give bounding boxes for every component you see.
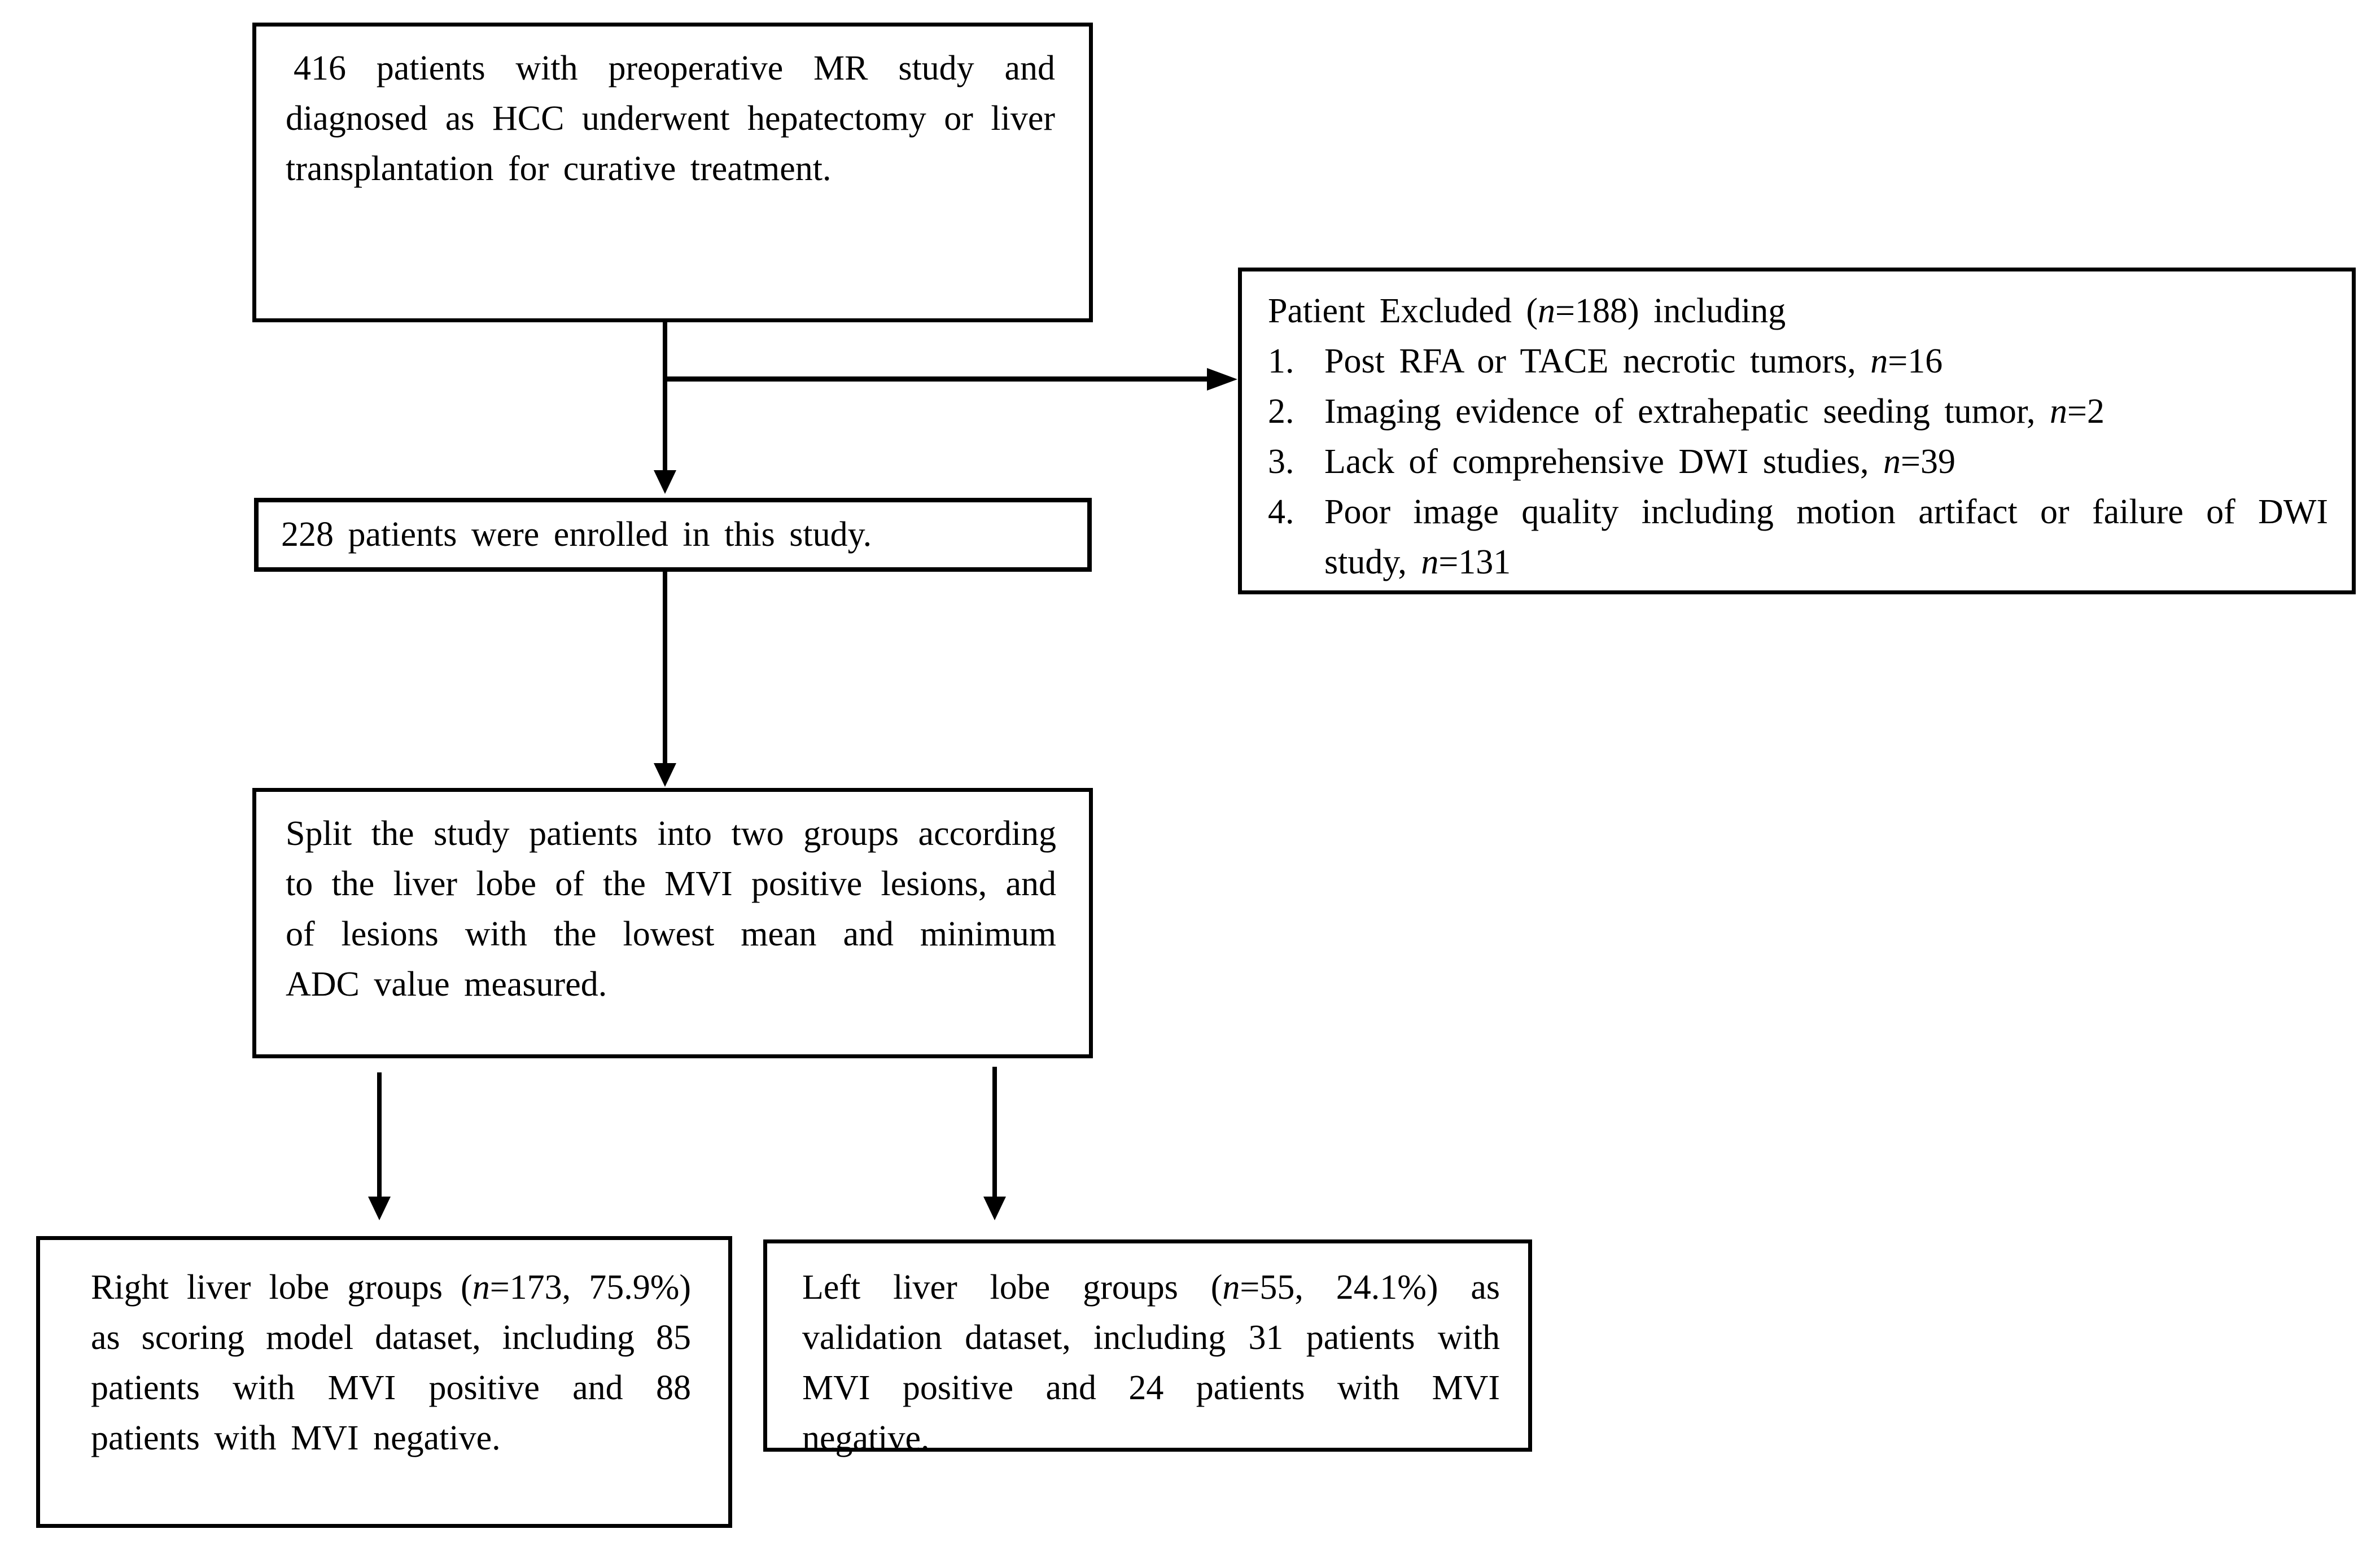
excluded-item-number: 3. [1268,443,1294,481]
excluded-item-text: Imaging evidence of extrahepatic seeding… [1324,387,2328,437]
excluded-item-text: Poor image quality including motion arti… [1324,487,2328,588]
eligible-patients-text: 416 patients with preoperative MR study … [286,43,1055,194]
italic-n-symbol: n [472,1268,490,1307]
text-run: Poor image quality including motion arti… [1324,493,2328,581]
text-run: =131 [1438,543,1511,581]
box-left-liver-lobe-group: Left liver lobe groups (n=55, 24.1%) as … [763,1239,1532,1457]
text-run: =173, 75.9%) as scoring model dataset, i… [91,1268,691,1457]
enrolled-patients-text: 228 patients were enrolled in this study… [281,510,872,560]
box-eligible-patients: 416 patients with preoperative MR study … [252,23,1093,322]
text-run: Right liver lobe groups ( [91,1268,473,1307]
arrowhead-down-icon [654,763,676,787]
text-run: =39 [1901,443,1955,481]
arrowhead-down-icon [368,1197,391,1220]
excluded-item: 2. Imaging evidence of extrahepatic seed… [1268,387,2328,437]
text-run: 228 patients were enrolled in this study… [281,515,872,554]
box-excluded-patients: Patient Excluded (n=188) including 1. Po… [1238,268,2356,594]
italic-n-symbol: n [1870,342,1888,380]
italic-n-symbol: n [1883,443,1901,481]
excluded-item-text: Lack of comprehensive DWI studies, n=39 [1324,437,2328,487]
left-liver-lobe-text: Left liver lobe groups (n=55, 24.1%) as … [802,1263,1500,1464]
text-run: 416 patients with preoperative MR study … [286,49,1055,188]
text-run: Imaging evidence of extrahepatic seeding… [1324,392,2050,431]
right-liver-lobe-text: Right liver lobe groups (n=173, 75.9%) a… [91,1263,691,1464]
text-run: Patient Excluded ( [1268,292,1538,330]
arrowhead-down-icon [654,470,676,494]
excluded-title: Patient Excluded (n=188) including [1268,286,2328,336]
arrowhead-down-icon [983,1197,1006,1220]
text-run: =188) including [1555,292,1786,330]
text-run: Left liver lobe groups ( [802,1268,1223,1307]
excluded-item-number: 4. [1268,493,1294,531]
box-right-liver-lobe-group: Right liver lobe groups (n=173, 75.9%) a… [36,1236,732,1528]
connector-enrolled-to-split [663,571,667,764]
arrowhead-right-icon [1207,368,1237,391]
connector-split-to-left-lobe [992,1067,997,1198]
italic-n-symbol: n [2049,392,2067,431]
text-run: Lack of comprehensive DWI studies, [1324,443,1884,481]
text-run: =55, 24.1%) as validation dataset, inclu… [802,1268,1500,1457]
text-run: =16 [1888,342,1943,380]
connector-split-to-right-lobe [377,1072,382,1198]
box-split-groups: Split the study patients into two groups… [252,788,1093,1058]
connector-to-excluded [665,376,1207,382]
excluded-item: 1. Post RFA or TACE necrotic tumors, n=1… [1268,336,2328,387]
italic-n-symbol: n [1421,543,1439,581]
box-enrolled-patients: 228 patients were enrolled in this study… [254,498,1092,572]
excluded-item-number: 1. [1268,342,1294,380]
italic-n-symbol: n [1537,292,1555,330]
text-run: Split the study patients into two groups… [286,814,1056,1004]
split-groups-text: Split the study patients into two groups… [286,809,1056,1010]
excluded-item: 4. Poor image quality including motion a… [1268,487,2328,588]
excluded-item: 3. Lack of comprehensive DWI studies, n=… [1268,437,2328,487]
text-run: =2 [2067,392,2105,431]
excluded-item-number: 2. [1268,392,1294,431]
excluded-item-text: Post RFA or TACE necrotic tumors, n=16 [1324,336,2328,387]
text-run: Post RFA or TACE necrotic tumors, [1324,342,1871,380]
italic-n-symbol: n [1222,1268,1240,1307]
connector-eligible-to-enrolled [663,322,667,472]
